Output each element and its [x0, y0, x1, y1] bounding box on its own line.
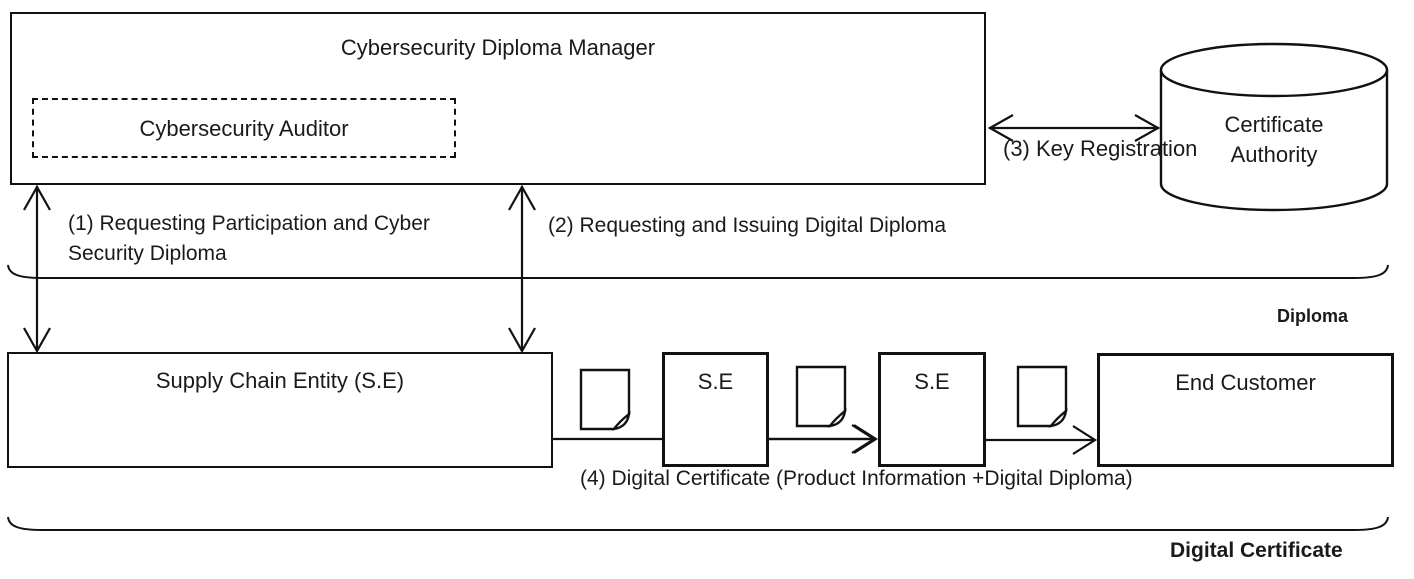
flow1-line1: (1) Requesting Participation and Cyber — [68, 212, 430, 235]
document-icon — [795, 365, 847, 428]
manager-title: Cybersecurity Diploma Manager — [340, 35, 656, 60]
supply-chain-label: Supply Chain Entity (S.E) — [155, 368, 405, 393]
se-node-2-box: S.E — [878, 352, 986, 467]
certificate-authority-line1: Certificate — [1224, 112, 1324, 137]
se2-label: S.E — [914, 369, 950, 394]
arrow-flow1 — [23, 184, 51, 354]
cybersecurity-auditor-box: Cybersecurity Auditor — [32, 98, 456, 158]
arrow-se1-to-se2 — [769, 424, 879, 454]
end-customer-label: End Customer — [1175, 370, 1316, 395]
digital-certificate-brace-caption: Digital Certificate — [1170, 539, 1343, 562]
diploma-brace-caption: Diploma — [1277, 306, 1349, 326]
flow1-line2: Security Diploma — [68, 242, 227, 265]
arrow-flow2 — [508, 184, 536, 354]
certificate-authority-label: Certificate Authority — [1161, 110, 1387, 170]
flow2-annotation: (2) Requesting and Issuing Digital Diplo… — [548, 214, 947, 237]
auditor-label: Cybersecurity Auditor — [139, 116, 349, 141]
certificate-authority-line2: Authority — [1230, 142, 1318, 167]
flow3-annotation: (3) Key Registration — [1003, 136, 1198, 161]
flow1-annotation: (1) Requesting Participation and Cyber S… — [68, 209, 430, 269]
document-icon — [579, 368, 631, 431]
digital-certificate-brace — [7, 516, 1389, 531]
arrow-se2-to-end — [986, 425, 1098, 455]
document-icon — [1016, 365, 1068, 428]
end-customer-box: End Customer — [1097, 353, 1394, 467]
supply-chain-entity-box: Supply Chain Entity (S.E) — [7, 352, 553, 468]
flow4-annotation: (4) Digital Certificate (Product Informa… — [580, 467, 1133, 490]
se-node-1-box: S.E — [662, 352, 769, 467]
se1-label: S.E — [697, 369, 734, 394]
